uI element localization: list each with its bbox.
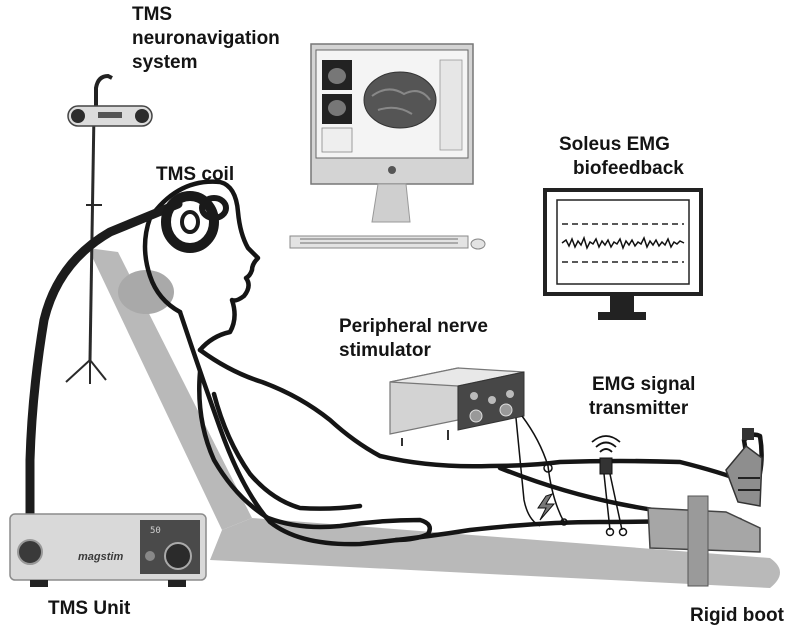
biofeedback-screen [543, 188, 703, 296]
subject-head [147, 179, 261, 353]
stimulator-label-line-2: stimulator [339, 340, 431, 361]
chair-headrest [118, 270, 174, 314]
stimulation-electrode [543, 463, 553, 473]
neuronavigation-system [65, 73, 153, 384]
tms-coil [161, 191, 219, 253]
mouse [470, 238, 486, 250]
rigid-boot-device [647, 428, 763, 587]
tms-coil-label: TMS coil [156, 164, 234, 185]
peripheral-nerve-stimulator-device [389, 367, 568, 527]
emg-trace [561, 235, 685, 251]
labels: TMS neuronavigation system TMS coil Sole… [48, 4, 785, 626]
neuronav-label-line-1: TMS [132, 4, 172, 25]
biofeedback-label-line-1: Soleus EMG [559, 134, 670, 155]
chair-seat [210, 518, 780, 588]
subject-torso [197, 347, 749, 485]
emg-transmitter-device [591, 435, 628, 537]
tms-unit-brand: magstim [78, 551, 123, 563]
biofeedback-label-line-2: biofeedback [573, 158, 684, 179]
apple-logo-icon [388, 166, 396, 174]
neuronavigation-monitor [289, 43, 486, 250]
biofeedback-monitor [543, 188, 703, 320]
tms-unit-display: 50 [150, 526, 161, 536]
tms-unit-knob [164, 542, 192, 570]
brain-render [363, 71, 437, 129]
rigid-boot-label: Rigid boot [690, 605, 785, 626]
emg-electrode [605, 527, 615, 537]
neuronav-label-line-3: system [132, 52, 198, 73]
subject-arm [197, 369, 432, 543]
reclining-chair [88, 248, 780, 588]
chair-back [88, 248, 252, 530]
tms-coil-assembly [25, 191, 229, 537]
neuronav-label-line-2: neuronavigation [132, 28, 280, 49]
transmitter-label-line-2: transmitter [589, 398, 689, 419]
tms-unit-device: 50 magstim [9, 513, 207, 587]
subject-back [177, 309, 723, 547]
stimulator-label-line-1: Peripheral nerve [339, 316, 488, 337]
stimulation-bolt-icon [537, 493, 556, 521]
tms-unit-label: TMS Unit [48, 598, 131, 619]
wireless-signal-icon [599, 448, 613, 453]
tms-unit-coil-socket [17, 539, 43, 565]
transmitter-label-line-1: EMG signal [592, 374, 695, 395]
tms-coil-cable [25, 199, 183, 537]
